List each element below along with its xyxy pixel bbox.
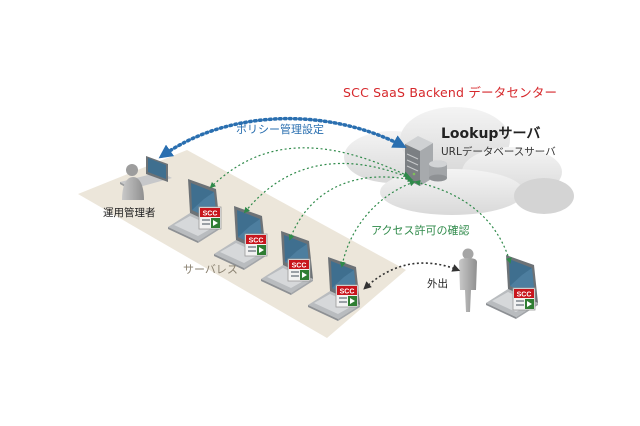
serverless-label: サーバレス: [183, 263, 238, 276]
access-arrow: [243, 162, 412, 214]
scc-badge-icon: [287, 258, 311, 282]
access-arrow: [209, 147, 410, 189]
admin-label: 運用管理者: [103, 207, 156, 219]
access-arrow: [288, 176, 414, 241]
scc-badge-icon: [198, 206, 222, 230]
datacenter-title: SCC SaaS Backend データセンター: [343, 85, 558, 100]
admin-person-icon: [122, 164, 144, 200]
outside-label: 外出: [427, 278, 448, 290]
outside-arrow: [363, 262, 461, 290]
lookup-server-name: Lookupサーバ: [441, 126, 541, 142]
access-arrow: [414, 180, 512, 264]
server-icon: [405, 136, 447, 186]
scc-badge-icon: [335, 284, 359, 308]
policy-label: ポリシー管理設定: [236, 123, 324, 136]
scc-badge-icon: [244, 233, 268, 257]
access-arrow: [339, 180, 416, 268]
access-label: アクセス許可の確認: [371, 224, 470, 237]
lookup-server-subtitle: URLデータベースサーバ: [441, 146, 556, 158]
policy-arrow: [158, 116, 407, 159]
scc-badge-icon: [512, 287, 536, 311]
mobile-person-icon: [459, 248, 477, 312]
